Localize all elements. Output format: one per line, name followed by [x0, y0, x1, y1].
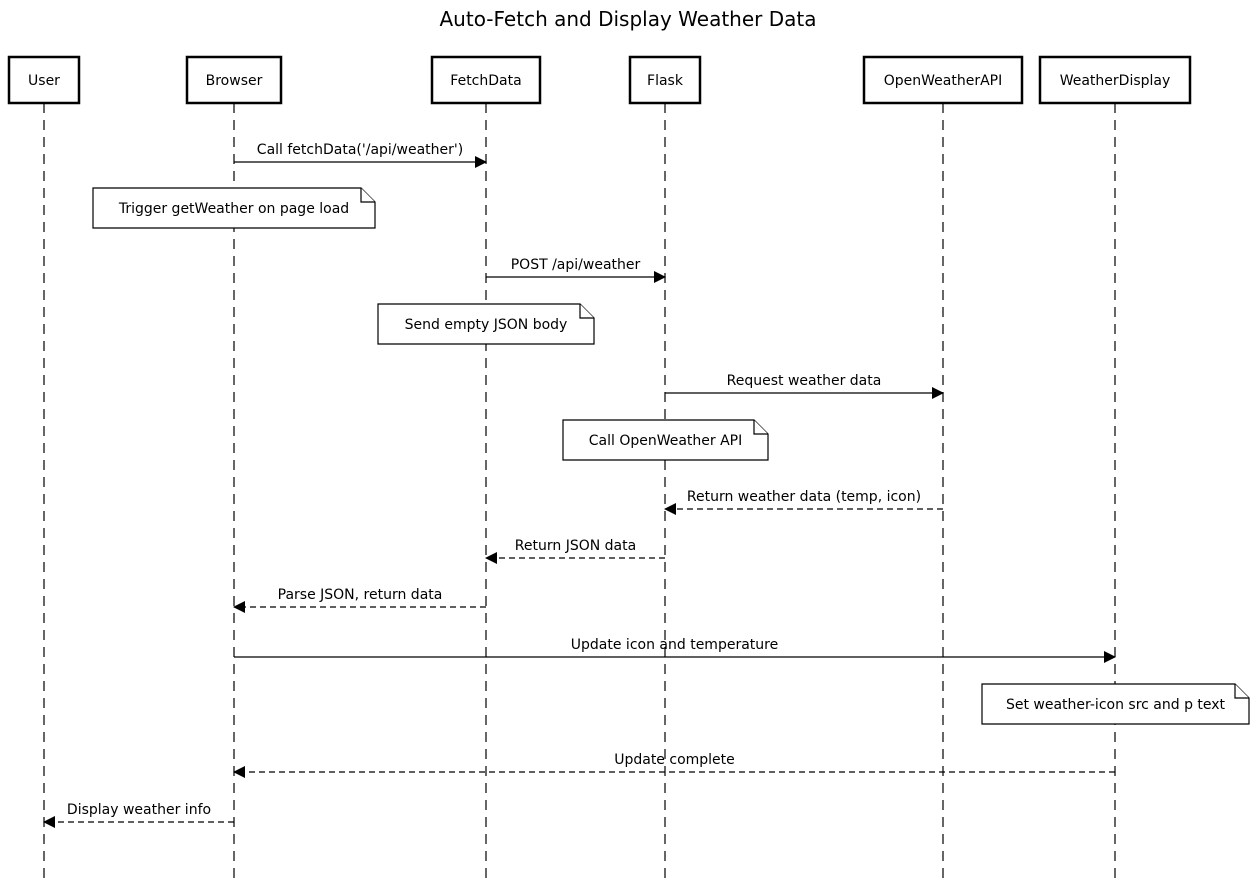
participant-weatherdisplay: WeatherDisplay [1038, 55, 1192, 105]
participant-label: Browser [206, 73, 263, 89]
note-box [92, 187, 376, 229]
participant-box [430, 55, 542, 105]
participant-label: User [28, 73, 60, 89]
message-label: POST /api/weather [511, 257, 641, 273]
message-label: Request weather data [727, 373, 882, 389]
note-fold [360, 188, 375, 203]
note-fold [579, 304, 594, 319]
message-label: Call fetchData('/api/weather') [257, 142, 463, 158]
message-update-icon-and-temperature: Update icon and temperature [234, 637, 1116, 663]
participant-fetchdata: FetchData [430, 55, 542, 105]
participant-user: User [7, 55, 81, 105]
message-update-complete: Update complete [233, 752, 1115, 778]
participants: User Browser FetchData Flask OpenWeatherAPI W… [7, 55, 1192, 105]
note-trigger-getweather-on-page-load: Trigger getWeather on page load [92, 187, 376, 229]
note-label: Send empty JSON body [405, 317, 568, 333]
participant-browser: Browser [185, 55, 283, 105]
message-display-weather-info: Display weather info [43, 802, 234, 828]
message-label: Parse JSON, return data [278, 587, 443, 603]
note-call-openweather-api: Call OpenWeather API [562, 419, 769, 461]
message-return-weather-data-temp-icon: Return weather data (temp, icon) [664, 489, 943, 515]
message-post-api-weather: POST /api/weather [486, 257, 666, 283]
participant-box [1038, 55, 1192, 105]
note-box [981, 683, 1250, 725]
message-label: Update icon and temperature [571, 637, 778, 653]
message-label: Return JSON data [515, 538, 636, 554]
participant-label: OpenWeatherAPI [884, 73, 1003, 89]
note-label: Trigger getWeather on page load [118, 201, 349, 217]
participant-box [862, 55, 1024, 105]
participant-label: Flask [647, 73, 684, 89]
message-return-json-data: Return JSON data [485, 538, 665, 564]
participant-label: FetchData [450, 73, 521, 89]
note-fold [753, 420, 768, 435]
participant-box [7, 55, 81, 105]
note-box [377, 303, 595, 345]
message-label: Return weather data (temp, icon) [687, 489, 921, 505]
note-box [562, 419, 769, 461]
participant-box [628, 55, 702, 105]
participant-flask: Flask [628, 55, 702, 105]
note-send-empty-json-body: Send empty JSON body [377, 303, 595, 345]
message-label: Display weather info [67, 802, 211, 818]
message-parse-json-return-data: Parse JSON, return data [233, 587, 486, 613]
note-label: Call OpenWeather API [589, 433, 743, 449]
steps: Call fetchData('/api/weather') Trigger ge… [43, 142, 1250, 828]
participant-box [185, 55, 283, 105]
note-label: Set weather-icon src and p text [1006, 697, 1226, 713]
message-call-fetchdata-api-weather: Call fetchData('/api/weather') [234, 142, 487, 168]
note-fold [1234, 684, 1249, 699]
lifelines [43, 103, 1116, 884]
note-set-weather-icon-src-and-p-text: Set weather-icon src and p text [981, 683, 1250, 725]
participant-label: WeatherDisplay [1060, 73, 1171, 89]
diagram-title: Auto-Fetch and Display Weather Data [440, 7, 817, 31]
message-request-weather-data: Request weather data [665, 373, 944, 399]
message-label: Update complete [614, 752, 735, 768]
participant-openweatherapi: OpenWeatherAPI [862, 55, 1024, 105]
